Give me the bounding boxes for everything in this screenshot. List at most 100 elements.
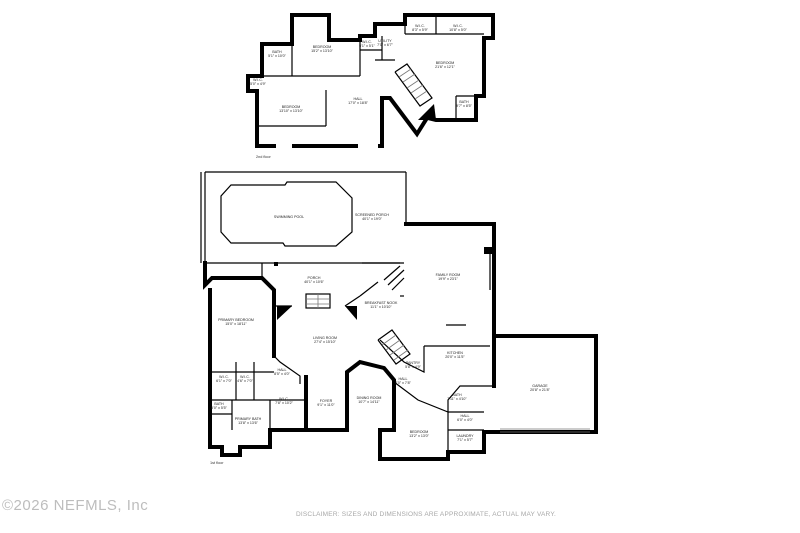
room-dims: 7'11" x 4'10": [447, 397, 467, 401]
swimming-pool-outline: [220, 181, 353, 247]
disclaimer-text: DISCLAIMER: SIZES AND DIMENSIONS ARE APP…: [296, 511, 557, 518]
room-dims: 4'6" x 7'0": [237, 379, 253, 383]
lower-floor-label: 1st floor: [210, 461, 224, 465]
room-name: PANTRY: [406, 361, 421, 365]
room-name: BATH: [452, 393, 462, 397]
room-name: HALL: [399, 377, 408, 381]
room-dims: 40'1" x 19'0": [362, 217, 382, 221]
upper-floor-label: 2nd floor: [256, 155, 272, 159]
room-name: PORCH: [308, 276, 321, 280]
room-dims: 7'8" x 10'2": [275, 401, 293, 405]
room-name: W.I.C.: [415, 24, 425, 28]
room-dims: 8'3" x 5'9": [412, 28, 428, 32]
room-dims: 13'8" x 13'6": [238, 421, 258, 425]
room-dims: 13'2" x 13'0": [409, 434, 429, 438]
svg-text:W.I.C.5'0" x 4'9": W.I.C.5'0" x 4'9": [250, 78, 266, 86]
room-dims: 6'0" x 4'0": [457, 418, 473, 422]
room-name: FOYER: [320, 399, 333, 403]
room-name: BATH: [214, 402, 224, 406]
room-dims: 20'8" x 21'8": [530, 388, 550, 392]
room-name: KITCHEN: [447, 351, 463, 355]
room-name: BATH: [272, 50, 282, 54]
room-dims: 40'1" x 10'6": [304, 280, 324, 284]
room-name: W.I.C.: [362, 40, 372, 44]
room-name: W.I.C.: [453, 24, 463, 28]
room-name: DINING ROOM: [357, 396, 382, 400]
svg-text:SWIMMING POOL: SWIMMING POOL: [274, 215, 304, 219]
room-name: BEDROOM: [410, 430, 429, 434]
room-dims: 11'1" x 10'10": [370, 305, 392, 309]
room-name: BATH: [459, 100, 469, 104]
room-dims: 5'0" x 5'5": [211, 406, 227, 410]
room-name: GARAGE: [532, 384, 548, 388]
room-dims: 5'8" x 4'9": [405, 365, 421, 369]
room-name: LIVING ROOM: [313, 336, 337, 340]
room-name: W.I.C.: [240, 375, 250, 379]
room-dims: 15'0" x 18'11": [225, 322, 247, 326]
room-dims: 9'7" x 8'5": [456, 104, 472, 108]
room-dims: 7'1" x 5'7": [457, 438, 473, 442]
room-dims: 5'0" x 4'9": [250, 82, 266, 86]
svg-text:W.I.C.6'1" x 7'0": W.I.C.6'1" x 7'0": [216, 375, 232, 383]
room-name: SWIMMING POOL: [274, 215, 304, 219]
svg-text:W.I.C.10'8" x 5'0": W.I.C.10'8" x 5'0": [449, 24, 467, 32]
upper-floor-plan: [246, 13, 495, 148]
svg-text:W.I.C.8'3" x 5'9": W.I.C.8'3" x 5'9": [412, 24, 428, 32]
room-dims: 21'6" x 12'1": [435, 65, 455, 69]
svg-text:W.I.C.4'6" x 7'0": W.I.C.4'6" x 7'0": [237, 375, 253, 383]
room-name: BEDROOM: [436, 61, 455, 65]
room-name: HALL: [461, 414, 470, 418]
room-dims: 8'5" x 4'0": [274, 372, 290, 376]
lower-staircase: [377, 329, 411, 365]
upper-staircase: [394, 63, 436, 120]
room-name: PRIMARY BEDROOM: [218, 318, 254, 322]
room-dims: 20'0" x 11'5": [445, 355, 465, 359]
room-dims: 27'4" x 15'10": [314, 340, 336, 344]
room-name: PRIMARY BATH: [235, 417, 262, 421]
room-name: HALL: [354, 97, 363, 101]
room-name: BEDROOM: [282, 105, 301, 109]
room-dims: 3'0" x 7'8": [395, 381, 411, 385]
room-dims: 7'0" x 6'7": [377, 43, 393, 47]
room-dims: 6'1" x 7'0": [216, 379, 232, 383]
room-name: HALL: [278, 368, 287, 372]
room-name: FAMILY ROOM: [436, 273, 461, 277]
room-name: UTILITY: [378, 39, 392, 43]
room-dims: 15'2" x 13'10": [311, 49, 333, 53]
svg-text:W.I.C.5'1" x 5'1": W.I.C.5'1" x 5'1": [359, 40, 375, 48]
room-name: W.I.C.: [279, 397, 289, 401]
room-dims: 19'9" x 23'1": [438, 277, 458, 281]
room-name: W.I.C.: [253, 78, 263, 82]
copyright-watermark: ©2026 NEFMLS, Inc: [2, 497, 149, 514]
room-dims: 5'1" x 10'0": [268, 54, 286, 58]
porch-steps: [305, 293, 331, 309]
room-name: BEDROOM: [313, 45, 332, 49]
